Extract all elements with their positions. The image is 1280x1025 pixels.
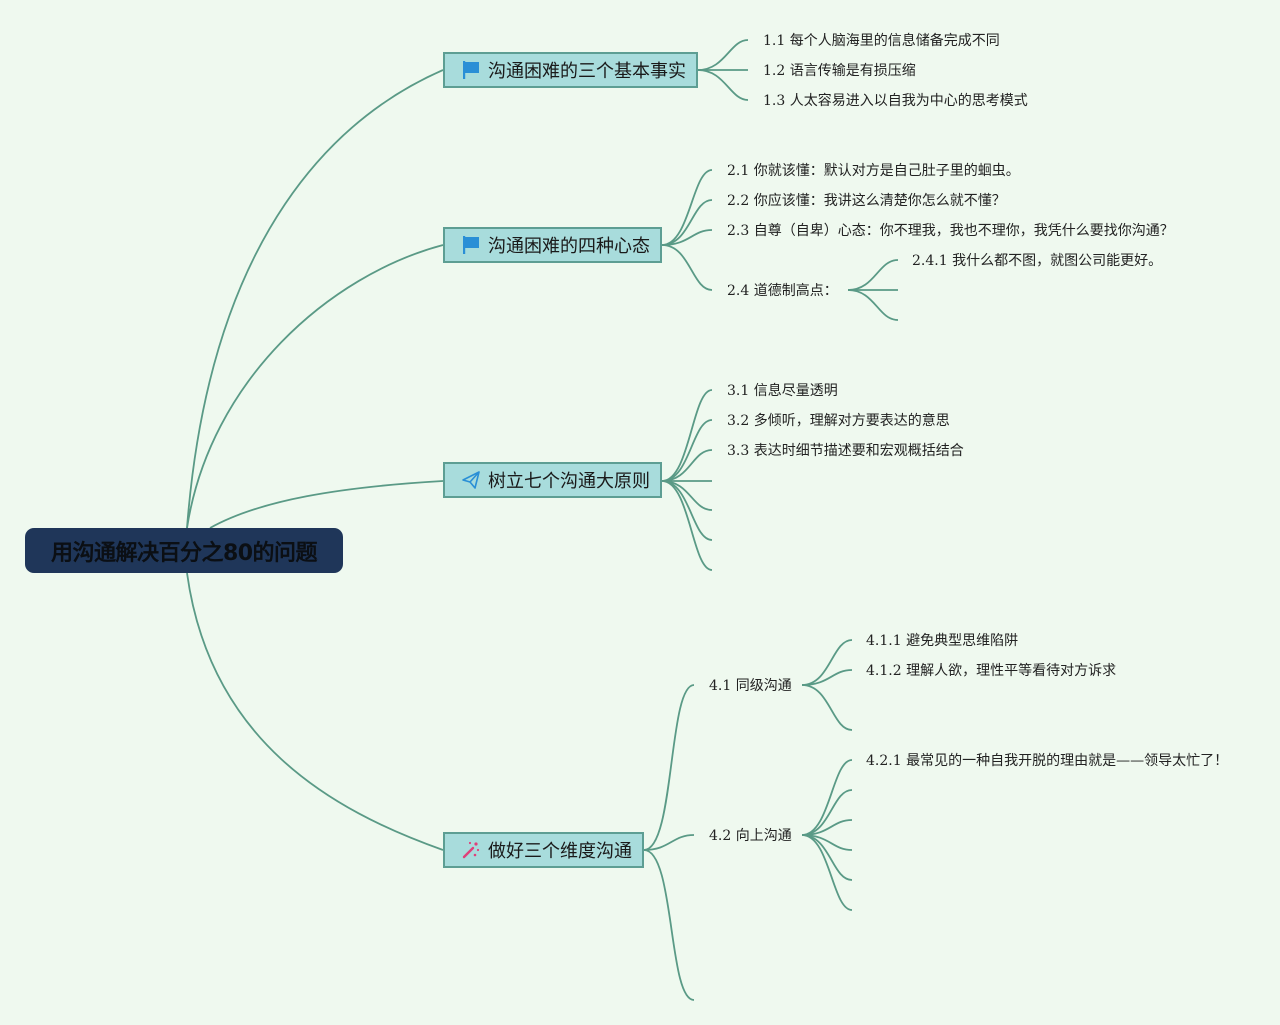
leaf-3-1[interactable]: 3.1 信息尽量透明 [727, 383, 838, 399]
main-topic-4-label: 做好三个维度沟通 [488, 841, 632, 862]
leaf-4-2[interactable]: 4.2 向上沟通 [709, 828, 792, 844]
leaf-1-3[interactable]: 1.3 人太容易进入以自我为中心的思考模式 [763, 93, 1028, 109]
main-topic-1-label: 沟通困难的三个基本事实 [488, 61, 686, 82]
leaf-4-2-1[interactable]: 4.2.1 最常见的一种自我开脱的理由就是——领导太忙了！ [866, 753, 1229, 769]
connector-lines [186, 39, 899, 1001]
leaf-2-2[interactable]: 2.2 你应该懂：我讲这么清楚你怎么就不懂？ [727, 193, 1006, 209]
paper-plane-icon [460, 469, 482, 491]
main-topic-4[interactable]: 做好三个维度沟通 [443, 832, 644, 868]
leaf-2-1[interactable]: 2.1 你就该懂：默认对方是自己肚子里的蛔虫。 [727, 163, 1020, 179]
leaf-2-4[interactable]: 2.4 道德制高点： [727, 283, 838, 299]
leaf-1-2[interactable]: 1.2 语言传输是有损压缩 [763, 63, 916, 79]
leaf-4-1-2[interactable]: 4.1.2 理解人欲，理性平等看待对方诉求 [866, 663, 1117, 679]
leaf-2-3[interactable]: 2.3 自尊（自卑）心态：你不理我，我也不理你，我凭什么要找你沟通？ [727, 223, 1174, 239]
leaf-3-3[interactable]: 3.3 表达时细节描述要和宏观概括结合 [727, 443, 964, 459]
leaf-1-1[interactable]: 1.1 每个人脑海里的信息储备完成不同 [763, 33, 1000, 49]
main-topic-1[interactable]: 沟通困难的三个基本事实 [443, 52, 698, 88]
main-topic-3[interactable]: 树立七个沟通大原则 [443, 462, 662, 498]
flag-icon [460, 234, 482, 256]
leaf-4-1-1[interactable]: 4.1.1 避免典型思维陷阱 [866, 633, 1019, 649]
root-topic-label: 用沟通解决百分之80的问题 [50, 540, 318, 566]
flag-icon [460, 59, 482, 81]
main-topic-3-label: 树立七个沟通大原则 [488, 471, 650, 492]
leaf-2-4-1[interactable]: 2.4.1 我什么都不图，就图公司能更好。 [912, 253, 1163, 269]
main-topic-2[interactable]: 沟通困难的四种心态 [443, 227, 662, 263]
root-topic[interactable]: 用沟通解决百分之80的问题 [25, 528, 343, 573]
magic-wand-icon [460, 839, 482, 861]
main-topic-2-label: 沟通困难的四种心态 [488, 236, 650, 257]
leaf-4-1[interactable]: 4.1 同级沟通 [709, 678, 792, 694]
leaf-3-2[interactable]: 3.2 多倾听，理解对方要表达的意思 [727, 413, 950, 429]
